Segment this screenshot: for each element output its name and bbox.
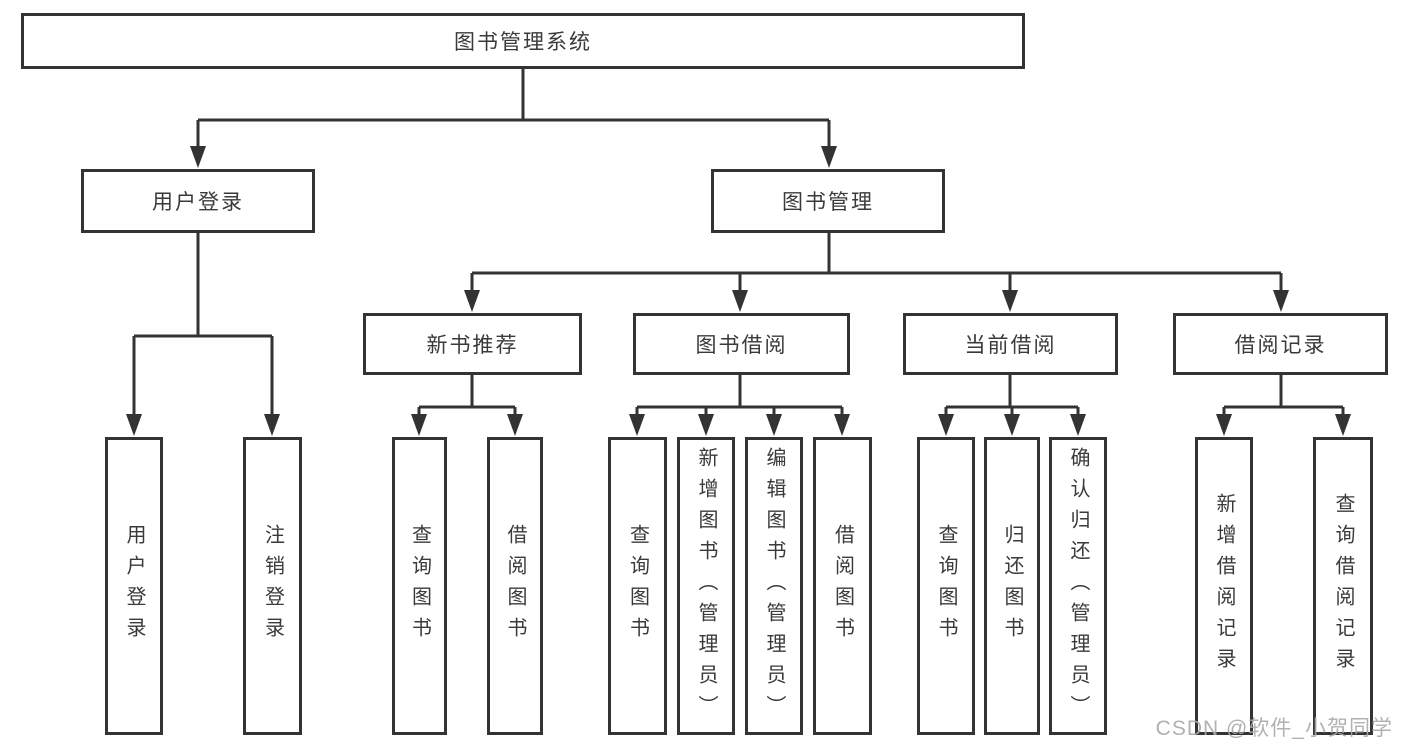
connector-lines: [132, 69, 1345, 418]
arrowhead-icon: [264, 414, 280, 436]
node-borrow-records-label: 借阅记录: [1234, 334, 1327, 357]
leaf-borrow-edit: 编辑图书（管理员）: [745, 437, 803, 735]
node-user-login: 用户登录: [81, 169, 315, 233]
leaf-user-login-label: 用户登录: [123, 524, 145, 648]
node-current-borrow: 当前借阅: [903, 313, 1118, 375]
leaf-borrow-add: 新增图书（管理员）: [677, 437, 735, 735]
leaf-current-confirm-label: 确认归还（管理员）: [1067, 446, 1089, 726]
leaf-logout: 注销登录: [243, 437, 302, 735]
arrowhead-icon: [732, 290, 748, 312]
leaf-borrow-book-label: 借阅图书: [831, 524, 854, 648]
arrowhead-icon: [411, 414, 427, 436]
node-user-login-label: 用户登录: [152, 191, 244, 214]
leaf-borrow-query: 查询图书: [608, 437, 667, 735]
leaf-records-query-label: 查询借阅记录: [1332, 493, 1354, 679]
node-root: 图书管理系统: [21, 13, 1025, 69]
arrowhead-icon: [1216, 414, 1232, 436]
arrowhead-icon: [821, 146, 837, 168]
arrowhead-icon: [190, 146, 206, 168]
leaf-current-query: 查询图书: [917, 437, 975, 735]
arrowhead-icon: [464, 290, 480, 312]
node-root-label: 图书管理系统: [454, 31, 592, 54]
arrowhead-icon: [507, 414, 523, 436]
node-book-mgmt-label: 图书管理: [782, 191, 874, 214]
node-book-borrow: 图书借阅: [633, 313, 850, 375]
leaf-borrow-book: 借阅图书: [813, 437, 872, 735]
arrowhead-icon: [1070, 414, 1086, 436]
node-new-books-label: 新书推荐: [426, 334, 519, 357]
arrowhead-icon: [938, 414, 954, 436]
leaf-newbooks-borrow: 借阅图书: [487, 437, 543, 735]
leaf-current-return-label: 归还图书: [1001, 524, 1023, 648]
leaf-logout-label: 注销登录: [261, 524, 284, 648]
node-book-borrow-label: 图书借阅: [695, 334, 788, 357]
leaf-records-add: 新增借阅记录: [1195, 437, 1253, 735]
leaf-current-query-label: 查询图书: [935, 524, 957, 648]
arrowhead-icon: [1002, 290, 1018, 312]
leaf-borrow-query-label: 查询图书: [626, 524, 649, 648]
arrowhead-icon: [629, 414, 645, 436]
node-borrow-records: 借阅记录: [1173, 313, 1388, 375]
leaf-newbooks-query-label: 查询图书: [408, 524, 431, 648]
arrowhead-icon: [766, 414, 782, 436]
leaf-records-add-label: 新增借阅记录: [1213, 493, 1235, 679]
leaf-newbooks-query: 查询图书: [392, 437, 447, 735]
node-new-books: 新书推荐: [363, 313, 582, 375]
leaf-records-query: 查询借阅记录: [1313, 437, 1373, 735]
arrowhead-icon: [1273, 290, 1289, 312]
node-current-borrow-label: 当前借阅: [964, 334, 1057, 357]
leaf-newbooks-borrow-label: 借阅图书: [504, 524, 526, 648]
csdn-watermark: CSDN @软件_小贺同学: [1155, 717, 1393, 740]
node-book-mgmt: 图书管理: [711, 169, 945, 233]
leaf-current-return: 归还图书: [984, 437, 1040, 735]
arrowhead-icon: [126, 414, 142, 436]
arrowhead-icon: [834, 414, 850, 436]
arrowhead-icon: [1335, 414, 1351, 436]
arrowhead-icon: [698, 414, 714, 436]
leaf-borrow-add-label: 新增图书（管理员）: [695, 446, 717, 726]
leaf-current-confirm: 确认归还（管理员）: [1049, 437, 1107, 735]
leaf-user-login: 用户登录: [105, 437, 163, 735]
arrowhead-icon: [1004, 414, 1020, 436]
leaf-borrow-edit-label: 编辑图书（管理员）: [763, 446, 785, 726]
